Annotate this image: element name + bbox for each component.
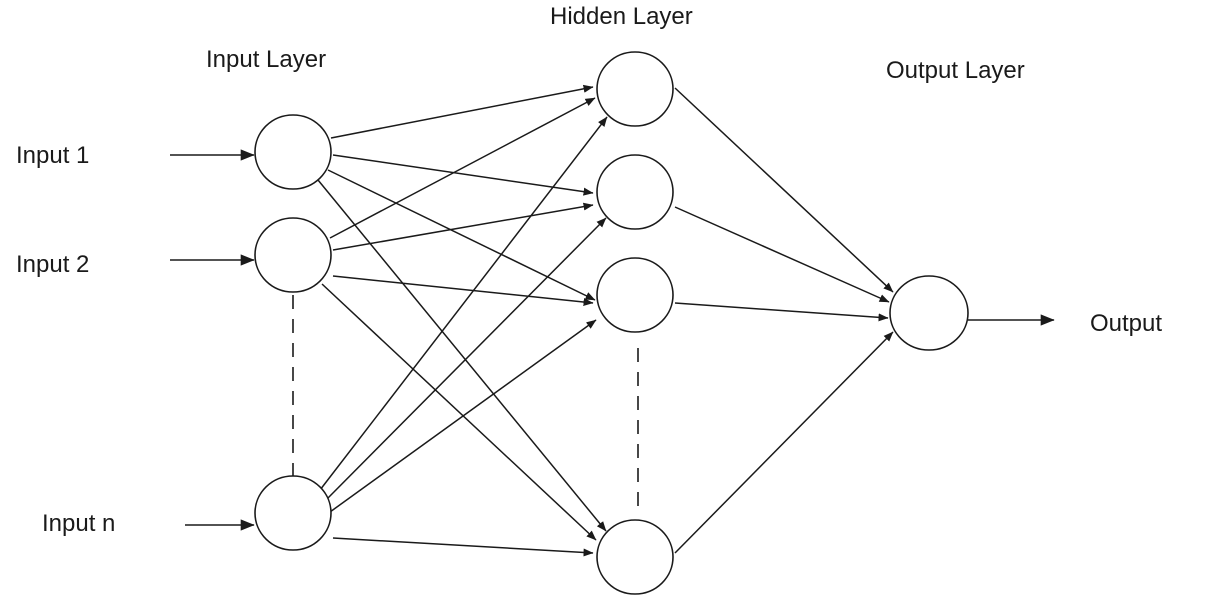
edge-inn-h2 bbox=[325, 217, 607, 501]
hidden-node-n bbox=[596, 519, 674, 595]
edge-h2-out bbox=[674, 206, 890, 303]
edge-h3-out bbox=[674, 302, 889, 322]
hidden-node-2 bbox=[596, 154, 674, 230]
edge-in1-h4 bbox=[317, 179, 607, 532]
input-node-2 bbox=[254, 217, 332, 293]
output-node bbox=[889, 275, 969, 351]
edge-h1-out bbox=[674, 87, 894, 293]
edge-in1-h1 bbox=[330, 84, 594, 139]
edge-inn-h4 bbox=[332, 537, 594, 557]
hidden-layer-title: Hidden Layer bbox=[550, 3, 693, 30]
edge-h4-out bbox=[674, 331, 894, 554]
hidden-node-3 bbox=[596, 257, 674, 333]
input-label-n: Input n bbox=[42, 510, 115, 537]
input-layer-title: Input Layer bbox=[206, 46, 326, 73]
input-label-1: Input 1 bbox=[16, 142, 89, 169]
edge-in2-h3 bbox=[332, 275, 594, 306]
edge-inn-h1 bbox=[319, 116, 608, 491]
edge-in1-h3 bbox=[327, 169, 596, 301]
edge-in2-h2 bbox=[332, 202, 594, 251]
edge-inn-h3 bbox=[329, 319, 597, 513]
edge-in2-h1 bbox=[329, 97, 596, 239]
input-label-2: Input 2 bbox=[16, 251, 89, 278]
output-label: Output bbox=[1090, 310, 1162, 337]
hidden-node-1 bbox=[596, 51, 674, 127]
edge-in2-h4 bbox=[321, 283, 597, 541]
input-node-1 bbox=[254, 114, 332, 190]
input-node-n bbox=[254, 475, 332, 551]
output-layer-title: Output Layer bbox=[886, 57, 1025, 84]
edge-in1-h2 bbox=[332, 154, 594, 196]
